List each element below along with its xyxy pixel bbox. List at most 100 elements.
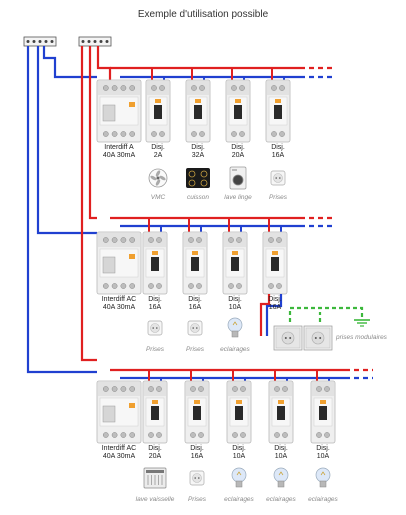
- phase-feed-row3: [80, 46, 97, 362]
- row3-breaker-5: [310, 380, 336, 444]
- row2-modular-socket-2: [303, 325, 333, 351]
- row2-breaker-3: [222, 231, 248, 295]
- earth-wire: [288, 306, 364, 322]
- undefined-line-2: 40A 30mA: [102, 152, 136, 159]
- row3-load-5-light-bulb-icon: [315, 467, 331, 488]
- row3-load-3-caption: eclairages: [224, 496, 254, 503]
- undefined-line-2: 40A 30mA: [102, 453, 136, 460]
- row1-load-1-caption: VMC: [150, 194, 166, 201]
- undefined-line-2: 10A: [232, 453, 246, 460]
- undefined-line-2: 10A: [316, 453, 330, 460]
- undefined: Disj.10A: [305, 445, 341, 461]
- row1-load-1-fan-icon: [148, 168, 168, 188]
- row3-load-2-socket-icon: [189, 470, 205, 486]
- phase-feed-row2: [88, 46, 97, 220]
- undefined-line-2: 20A: [231, 152, 245, 159]
- row2-load-2-socket-icon: [187, 320, 203, 336]
- row3-breaker-4: [268, 380, 294, 444]
- phase-feed-row1: [96, 46, 112, 80]
- row3-load-2-caption: Prises: [187, 496, 207, 503]
- row1-main-rcd: [96, 79, 142, 143]
- undefined-line-1: Disj.: [148, 296, 162, 303]
- row1-breaker-4: [265, 79, 291, 143]
- row2-modular-neutral-link: [265, 294, 283, 336]
- undefined-line-2: 32A: [191, 152, 205, 159]
- row3-main-rcd: [96, 380, 142, 444]
- neutral-terminal-block: [23, 36, 57, 47]
- row2-load-3-light-bulb-icon: [227, 317, 243, 338]
- undefined-line-1: Disj.: [151, 144, 165, 151]
- undefined-line-1: Disj.: [188, 296, 202, 303]
- row2-modular-caption: prises modulaires: [336, 334, 387, 341]
- neutral-feed-row2: [36, 46, 97, 235]
- undefined-line-1: Interdiff AC: [101, 445, 137, 452]
- row3-load-4-light-bulb-icon: [273, 467, 289, 488]
- row3-breaker-2: [184, 380, 210, 444]
- undefined: Disj.2A: [140, 144, 176, 160]
- row1-load-3-caption: lave linge: [224, 194, 252, 201]
- diagram-title: Exemple d'utilisation possible: [137, 9, 269, 20]
- undefined: Disj.10A: [263, 445, 299, 461]
- undefined-line-2: 10A: [274, 453, 288, 460]
- undefined: Disj.16A: [177, 296, 213, 312]
- undefined-line-1: Disj.: [271, 144, 285, 151]
- undefined-line-1: Disj.: [228, 296, 242, 303]
- row2-load-1-socket-icon: [147, 320, 163, 336]
- undefined: Disj.20A: [220, 144, 256, 160]
- row3-load-4-caption: eclairages: [266, 496, 296, 503]
- undefined-line-2: 40A 30mA: [102, 304, 136, 311]
- undefined-line-2: 16A: [148, 304, 162, 311]
- undefined: Disj.16A: [260, 144, 296, 160]
- undefined-line-1: Disj.: [191, 144, 205, 151]
- undefined-line-1: Disj.: [316, 445, 330, 452]
- row3-breaker-3: [226, 380, 252, 444]
- undefined-line-2: 16A: [188, 304, 202, 311]
- undefined: Disj.16A: [179, 445, 215, 461]
- undefined-line-1: Interdiff A: [104, 144, 134, 151]
- undefined-line-2: 16A: [271, 152, 285, 159]
- undefined-line-2: 2A: [153, 152, 163, 159]
- undefined: Disj.10A: [221, 445, 257, 461]
- row1-load-4-socket-icon: [270, 170, 286, 186]
- undefined-line-1: Disj.: [274, 445, 288, 452]
- row2-load-3-caption: eclairages: [220, 346, 250, 353]
- neutral-feed-row1: [42, 46, 97, 79]
- row3-load-1-caption: lave vaisselle: [135, 496, 175, 503]
- row1-breaker-3: [225, 79, 251, 143]
- undefined-line-2: 16A: [190, 453, 204, 460]
- undefined: Disj.16A: [137, 296, 173, 312]
- row2-load-2-caption: Prises: [185, 346, 205, 353]
- undefined-line-2: 16A: [268, 304, 282, 311]
- undefined-line-2: 10A: [228, 304, 242, 311]
- row1-load-2-cooktop-icon: [186, 168, 210, 188]
- undefined-line-1: Disj.: [231, 144, 245, 151]
- undefined: Disj.16A: [257, 296, 293, 312]
- row2-main-rcd: [96, 231, 142, 295]
- undefined-line-1: Disj.: [232, 445, 246, 452]
- row1-breaker-1: [145, 79, 171, 143]
- undefined: Disj.20A: [137, 445, 173, 461]
- earth-symbol-icon: [354, 319, 370, 327]
- undefined-line-1: Disj.: [190, 445, 204, 452]
- row2-modular-socket-1: [273, 325, 303, 351]
- row2-load-1-caption: Prises: [145, 346, 165, 353]
- row3-load-1-dishwasher-icon: [143, 467, 167, 489]
- undefined-line-1: Disj.: [268, 296, 282, 303]
- row2-breaker-1: [142, 231, 168, 295]
- neutral-feed-row3: [26, 46, 97, 374]
- row2-breaker-2: [182, 231, 208, 295]
- row3-breaker-1: [142, 380, 168, 444]
- phase-terminal-block: [78, 36, 112, 47]
- undefined-line-1: Interdiff AC: [101, 296, 137, 303]
- undefined: Disj.10A: [217, 296, 253, 312]
- row2-breaker-4: [262, 231, 288, 295]
- undefined-line-2: 20A: [148, 453, 162, 460]
- row1-load-4-caption: Prises: [268, 194, 288, 201]
- row2-modular-phase-link: [259, 294, 271, 336]
- row1-load-2-caption: cuisson: [186, 194, 210, 201]
